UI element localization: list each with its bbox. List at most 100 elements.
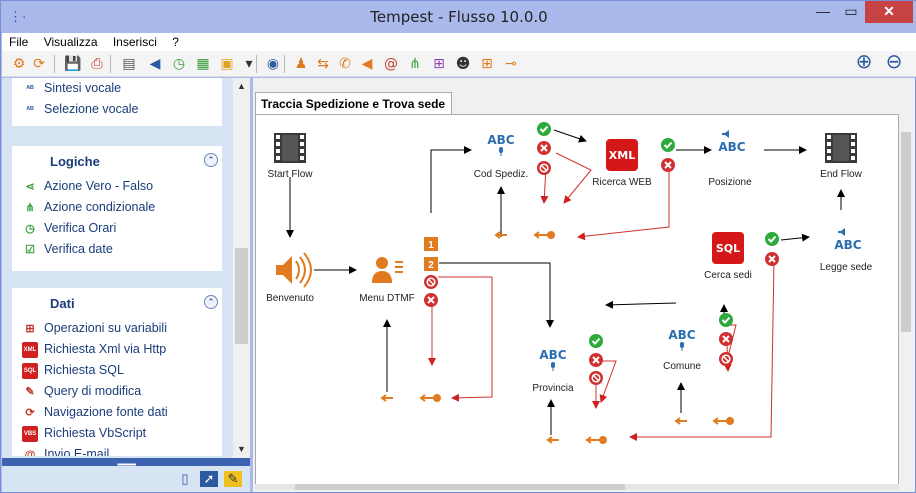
sidebar-item-label: Verifica date [44, 242, 113, 256]
scroll-thumb[interactable] [295, 484, 625, 490]
phone-icon[interactable]: ✆ [339, 56, 351, 72]
no-input-icon [537, 161, 551, 175]
group-header-logiche[interactable]: Logiche ⌃ [12, 146, 222, 176]
sidebar-item-query-modifica[interactable]: ✎ Query di modifica [12, 381, 222, 402]
canvas-horizontal-scrollbar[interactable] [255, 484, 899, 490]
goto-dot [547, 231, 555, 239]
no-input-icon-ring [591, 373, 601, 383]
goto-icon[interactable]: ⇆ [317, 56, 329, 72]
print-icon[interactable]: ⎙ [91, 56, 103, 72]
panel-splitter[interactable]: ▪▪▪▪▪▪▪▪▪▪ [2, 458, 250, 469]
save-icon[interactable]: 💾 [64, 56, 82, 72]
binoculars-icon[interactable]: ◉ [266, 56, 280, 72]
link-icon[interactable]: ⊸ [505, 56, 517, 72]
collapse-icon[interactable]: ⌃ [204, 295, 218, 309]
title-bar[interactable]: ⋮· Tempest - Flusso 10.0.0 — ▭ ✕ [1, 1, 916, 33]
menu-inserisci[interactable]: Inserisci [112, 35, 157, 49]
grid-icon[interactable]: ⊞ [481, 56, 493, 72]
benvenuto-node[interactable] [276, 252, 312, 288]
scroll-down-icon[interactable]: ▼ [237, 444, 246, 454]
error-icon-x [592, 356, 600, 364]
sidebar-item-sintesi-vocale[interactable]: ᴬᴮ Sintesi vocale [12, 78, 222, 99]
sidebar-item-azione-vero-falso[interactable]: ⋖ Azione Vero - Falso [12, 176, 222, 197]
scroll-up-icon[interactable]: ▲ [237, 81, 246, 91]
clock-icon[interactable]: ◷ [172, 56, 186, 72]
menu-file[interactable]: File [9, 35, 29, 49]
volume-icon[interactable]: ◀ [361, 56, 373, 72]
sidebar-item-label: Invio E-mail [44, 447, 110, 456]
connector [780, 233, 810, 242]
menu-dtmf-node[interactable] [372, 257, 403, 283]
tts-icon: ᴬᴮ [26, 84, 34, 93]
sidebar-item-operazioni-variabili[interactable]: ⊞ Operazioni su variabili [12, 318, 222, 339]
canvas-vertical-scrollbar[interactable] [899, 114, 913, 486]
abc-text: ABC [668, 328, 695, 342]
person-icon[interactable]: ♟ [294, 56, 308, 72]
sql-request-node[interactable]: SQL [712, 232, 744, 264]
folder-icon[interactable]: ▣ [220, 56, 234, 72]
start-flow-node[interactable] [274, 133, 306, 163]
error-icon-x [768, 255, 776, 263]
document-icon[interactable]: ▤ [122, 56, 136, 72]
sidebar-item-verifica-orari[interactable]: ◷ Verifica Orari [12, 218, 222, 239]
branch-icon[interactable]: ⋔ [409, 56, 421, 72]
speaker-icon[interactable]: ◀ [149, 56, 161, 72]
calendar-icon[interactable]: ▦ [196, 56, 210, 72]
arrow-icon[interactable]: ➚ [200, 471, 218, 487]
connector [629, 259, 775, 441]
email-icon: @ [24, 449, 36, 456]
menu-visualizza[interactable]: Visualizza [43, 35, 98, 49]
page-icon[interactable]: ▯ [181, 471, 189, 486]
error-icon-x [540, 144, 548, 152]
zoom-in-icon[interactable]: ⊕ [855, 49, 873, 73]
back-arrow-icon [380, 394, 393, 402]
collapse-icon[interactable]: ⌃ [204, 153, 218, 167]
scroll-thumb[interactable] [235, 248, 248, 344]
at-icon[interactable]: @ [384, 56, 398, 72]
refresh-icon[interactable]: ⟳ [33, 56, 45, 72]
sidebar-item-richiesta-vbscript[interactable]: VBS Richiesta VbScript [12, 423, 222, 444]
sidebar-item-label: Richiesta SQL [44, 363, 124, 377]
menu-option-2: 2 [424, 257, 438, 271]
film-hole [300, 156, 304, 160]
tab-traccia-spedizione[interactable]: Traccia Spedizione e Trova sede [255, 92, 453, 114]
flow-icon[interactable]: ⊞ [433, 56, 445, 72]
end-flow-node[interactable] [825, 133, 857, 163]
sidebar-item-verifica-date[interactable]: ☑ Verifica date [12, 239, 222, 260]
node-label-start: Start Flow [267, 169, 313, 180]
settings-icon[interactable]: ⚙ [12, 56, 26, 72]
minimize-button[interactable]: — [816, 3, 830, 19]
success-icon [765, 232, 779, 246]
film-hole [276, 149, 280, 153]
scroll-thumb[interactable] [901, 132, 911, 332]
no-input-icon-ring [539, 163, 549, 173]
maximize-button[interactable]: ▭ [844, 3, 858, 19]
no-input-icon-slash [722, 355, 730, 363]
edit-icon[interactable]: ✎ [224, 471, 242, 487]
sidebar-item-richiesta-sql[interactable]: SQL Richiesta SQL [12, 360, 222, 381]
connector [577, 167, 670, 241]
robot-icon[interactable]: ☻ [455, 56, 471, 72]
group-header-dati[interactable]: Dati ⌃ [12, 288, 222, 318]
dropdown-arrow-icon[interactable]: ▾ [245, 56, 253, 72]
app-icon[interactable]: ⋮· [9, 9, 27, 24]
group-dati: Dati ⌃ ⊞ Operazioni su variabili XML Ric… [12, 288, 222, 456]
zoom-out-icon[interactable]: ⊖ [885, 49, 903, 73]
back-arrow-path [494, 231, 507, 239]
close-button[interactable]: ✕ [865, 1, 913, 23]
sidebar-scrollbar[interactable]: ▲ ▼ [233, 78, 250, 458]
group-voce: ᴬᴮ Sintesi vocale ᴬᴮ Selezione vocale [12, 78, 222, 126]
tts-icon: ABC [718, 130, 746, 154]
sidebar-item-navigazione-fonte-dati[interactable]: ⟳ Navigazione fonte dati [12, 402, 222, 423]
menu-help[interactable]: ? [172, 35, 179, 49]
back-arrow-icon [674, 417, 687, 425]
xml-request-node[interactable]: XML [606, 139, 638, 171]
sidebar-item-selezione-vocale[interactable]: ᴬᴮ Selezione vocale [12, 99, 222, 120]
sidebar-item-azione-condizionale[interactable]: ⋔ Azione condizionale [12, 197, 222, 218]
grip-icon: ▪▪▪▪▪▪▪▪▪▪ [117, 460, 136, 469]
node-label-end: End Flow [820, 169, 862, 180]
sidebar-item-invio-email[interactable]: @ Invio E-mail [12, 444, 222, 456]
sidebar-item-richiesta-xml[interactable]: XML Richiesta Xml via Http [12, 339, 222, 360]
